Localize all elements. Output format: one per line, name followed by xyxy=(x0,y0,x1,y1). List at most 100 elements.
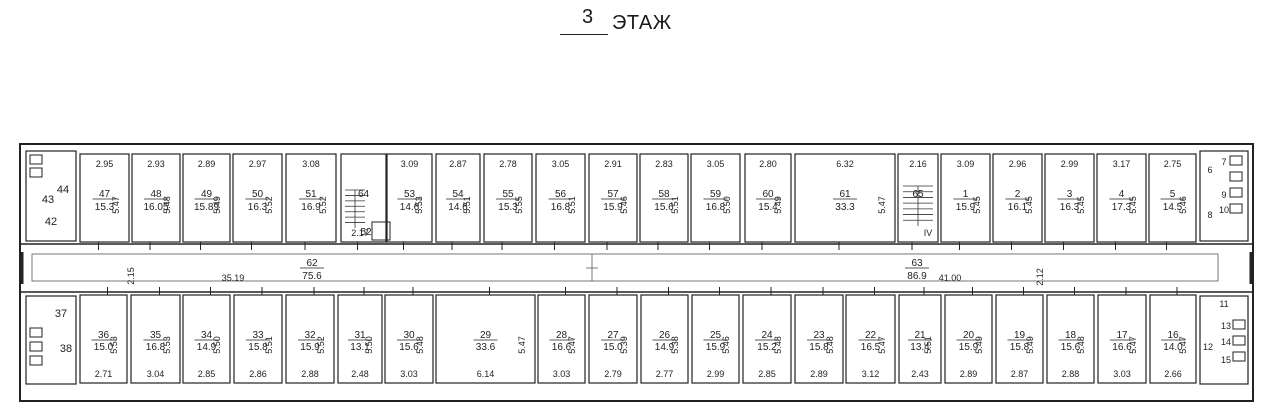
room-wall xyxy=(131,153,181,243)
room-area: 16.6 xyxy=(552,342,572,353)
room-width-dim: 3.04 xyxy=(147,369,165,379)
room-width-dim: 2.71 xyxy=(95,369,113,379)
room-depth-dim: 5.51 xyxy=(670,196,680,214)
wc-wall xyxy=(25,295,77,385)
room-area: 15.4 xyxy=(758,202,778,213)
room-area: 14.9 xyxy=(655,342,675,353)
room-number: 35 xyxy=(150,330,162,341)
room-wall xyxy=(483,153,533,243)
room-depth-dim: 5.53 xyxy=(162,336,172,354)
room-width-dim: 2.99 xyxy=(707,369,725,379)
room-number: 4 xyxy=(1119,189,1125,200)
room-width-dim: 2.87 xyxy=(1011,369,1029,379)
room-width-dim: 2.96 xyxy=(1009,159,1027,169)
room-depth-dim: 5.47 xyxy=(517,336,527,354)
room-depth-dim: 5.48 xyxy=(162,196,172,214)
room-depth-dim: 5.46 xyxy=(619,196,629,214)
room-depth-dim: 5.45 xyxy=(1076,196,1086,214)
room-number: 2 xyxy=(1015,189,1021,200)
room-area: 16.3 xyxy=(248,202,268,213)
room-width-dim: 3.03 xyxy=(400,369,418,379)
room-number: 49 xyxy=(201,189,213,200)
room-depth-dim: 5.52 xyxy=(318,196,328,214)
room-wall xyxy=(337,294,383,384)
room-depth-dim: 5.50 xyxy=(212,336,222,354)
room-wall xyxy=(794,294,844,384)
room-depth-dim: 5.45 xyxy=(1128,196,1138,214)
room-depth-dim: 5.49 xyxy=(1025,336,1035,354)
room-wall xyxy=(182,294,231,384)
floor-number-underline xyxy=(560,34,608,35)
room-depth-dim: 5.51 xyxy=(567,196,577,214)
stair-right xyxy=(903,185,933,226)
room-width-dim: 2.88 xyxy=(301,369,319,379)
room-number: 31 xyxy=(354,330,366,341)
wc-room-number: 12 xyxy=(1203,342,1213,352)
room-wall xyxy=(285,294,335,384)
room-top-64: 64 xyxy=(340,153,387,250)
room-number: 30 xyxy=(403,330,415,341)
room-area: 15.9 xyxy=(706,342,726,353)
corridor-left-length-dim: 35.19 xyxy=(222,273,245,283)
room-width-dim: 2.97 xyxy=(249,159,267,169)
room-width-dim: 2.43 xyxy=(911,369,929,379)
room-number: 48 xyxy=(150,189,162,200)
room-depth-dim: 5.55 xyxy=(514,196,524,214)
room-number: 26 xyxy=(659,330,671,341)
room-width-dim: 3.09 xyxy=(957,159,975,169)
wc-room-number: 7 xyxy=(1221,157,1226,167)
room-width-dim: 2.93 xyxy=(147,159,165,169)
room-area: 16.8 xyxy=(706,202,726,213)
room-wall xyxy=(992,153,1043,243)
room-wall xyxy=(285,153,337,243)
room-depth-dim: 5.47 xyxy=(1178,336,1188,354)
room-width-dim: 2.89 xyxy=(960,369,978,379)
room-depth-dim: 5.46 xyxy=(1178,196,1188,214)
room-number: 16 xyxy=(1167,330,1179,341)
room-depth-dim: 5.51 xyxy=(462,196,472,214)
stair-left-dim: 2.17 xyxy=(351,228,369,238)
room-number: 57 xyxy=(607,189,619,200)
room-number: 17 xyxy=(1116,330,1128,341)
toilet-fixture xyxy=(29,167,43,178)
room-number: 32 xyxy=(304,330,316,341)
room-area: 16.8 xyxy=(551,202,571,213)
room-width-dim: 2.79 xyxy=(604,369,622,379)
room-wall xyxy=(79,153,130,243)
room-width-dim: 2.85 xyxy=(198,369,216,379)
room-width-dim: 2.75 xyxy=(1164,159,1182,169)
room-depth-dim: 5.47 xyxy=(1128,336,1138,354)
floor-title: 3 ЭТАЖ xyxy=(560,4,720,38)
toilet-fixture xyxy=(1229,187,1243,198)
room-number: 55 xyxy=(502,189,514,200)
room-area: 15.6 xyxy=(1061,342,1081,353)
room-width-dim: 3.05 xyxy=(707,159,725,169)
room-area: 15.9 xyxy=(956,202,976,213)
room-number: 59 xyxy=(710,189,722,200)
stair-right-mark: IV xyxy=(924,228,933,238)
room-area: 14.9 xyxy=(197,342,217,353)
room-width-dim: 3.08 xyxy=(302,159,320,169)
room-width-dim: 2.95 xyxy=(96,159,114,169)
room-wall xyxy=(640,294,689,384)
room-number: 24 xyxy=(761,330,773,341)
room-width-dim: 3.05 xyxy=(552,159,570,169)
room-number: 20 xyxy=(963,330,975,341)
room-depth-dim: 5.45 xyxy=(972,196,982,214)
